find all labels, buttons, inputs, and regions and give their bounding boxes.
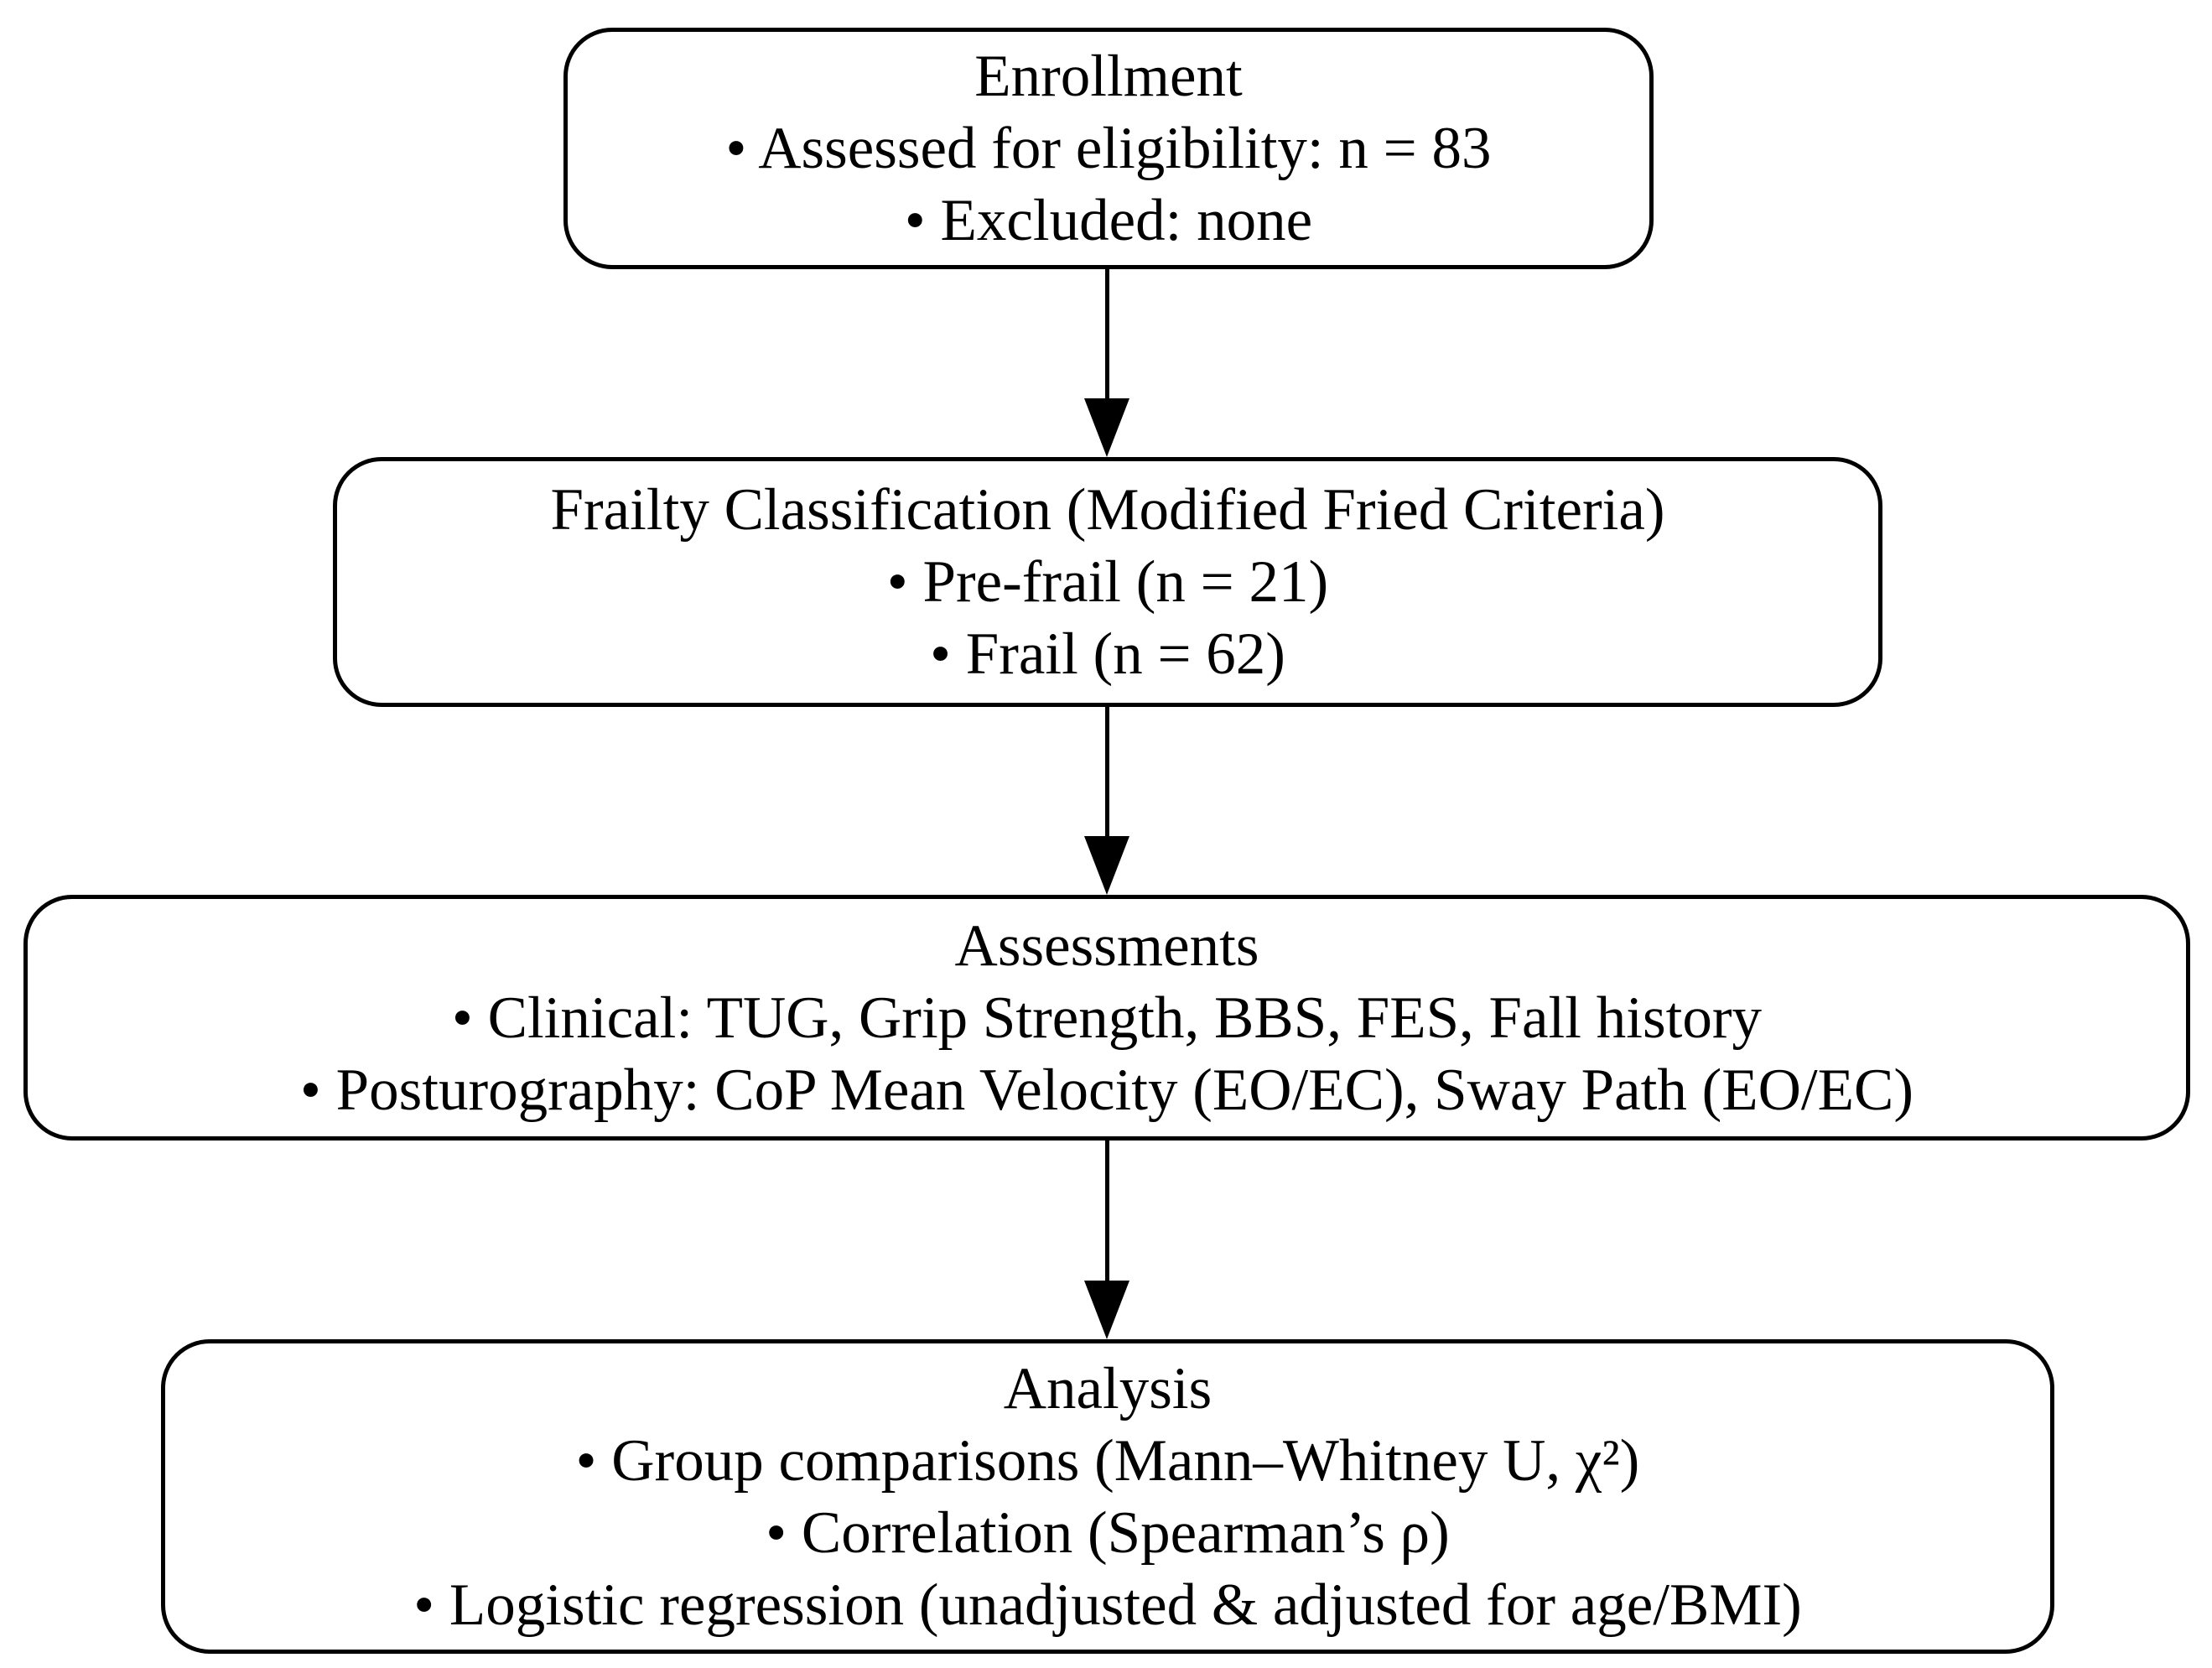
arrow-head [1084,836,1129,895]
flow-box-analysis: Analysis • Group comparisons (Mann–Whitn… [161,1339,2054,1654]
flow-arrow-down-icon [1082,1141,1132,1339]
flow-arrow-down-icon [1082,269,1132,457]
arrow-head [1084,398,1129,457]
arrow-shaft [1104,707,1109,836]
box-title: Analysis [1003,1355,1212,1421]
box-title: Assessments [954,912,1259,979]
box-bullet-line: • Excluded: none [904,188,1313,253]
flow-box-enrollment: Enrollment • Assessed for eligibility: n… [563,28,1654,269]
box-bullet-line: • Clinical: TUG, Grip Strength, BBS, FES… [452,985,1762,1051]
box-bullet-line: • Logistic regression (unadjusted & adju… [413,1572,1802,1638]
box-title: Enrollment [974,44,1243,109]
arrow-head [1084,1281,1129,1339]
box-bullet-line: • Pre-frail (n = 21) [886,549,1329,615]
flow-arrow-down-icon [1082,707,1132,895]
flow-box-frailty-classification: Frailty Classification (Modified Fried C… [333,457,1882,707]
arrow-shaft [1104,269,1109,398]
box-bullet-line: • Correlation (Spearman’s ρ) [766,1499,1450,1566]
box-bullet-line: • Frail (n = 62) [930,621,1285,687]
box-bullet-line: • Group comparisons (Mann–Whitney U, χ²) [575,1427,1640,1494]
box-bullet-line: • Posturography: CoP Mean Velocity (EO/E… [300,1057,1913,1123]
arrow-shaft [1104,1141,1109,1281]
flow-box-assessments: Assessments • Clinical: TUG, Grip Streng… [23,895,2190,1141]
box-bullet-line: • Assessed for eligibility: n = 83 [725,116,1492,181]
box-title: Frailty Classification (Modified Fried C… [550,477,1665,543]
